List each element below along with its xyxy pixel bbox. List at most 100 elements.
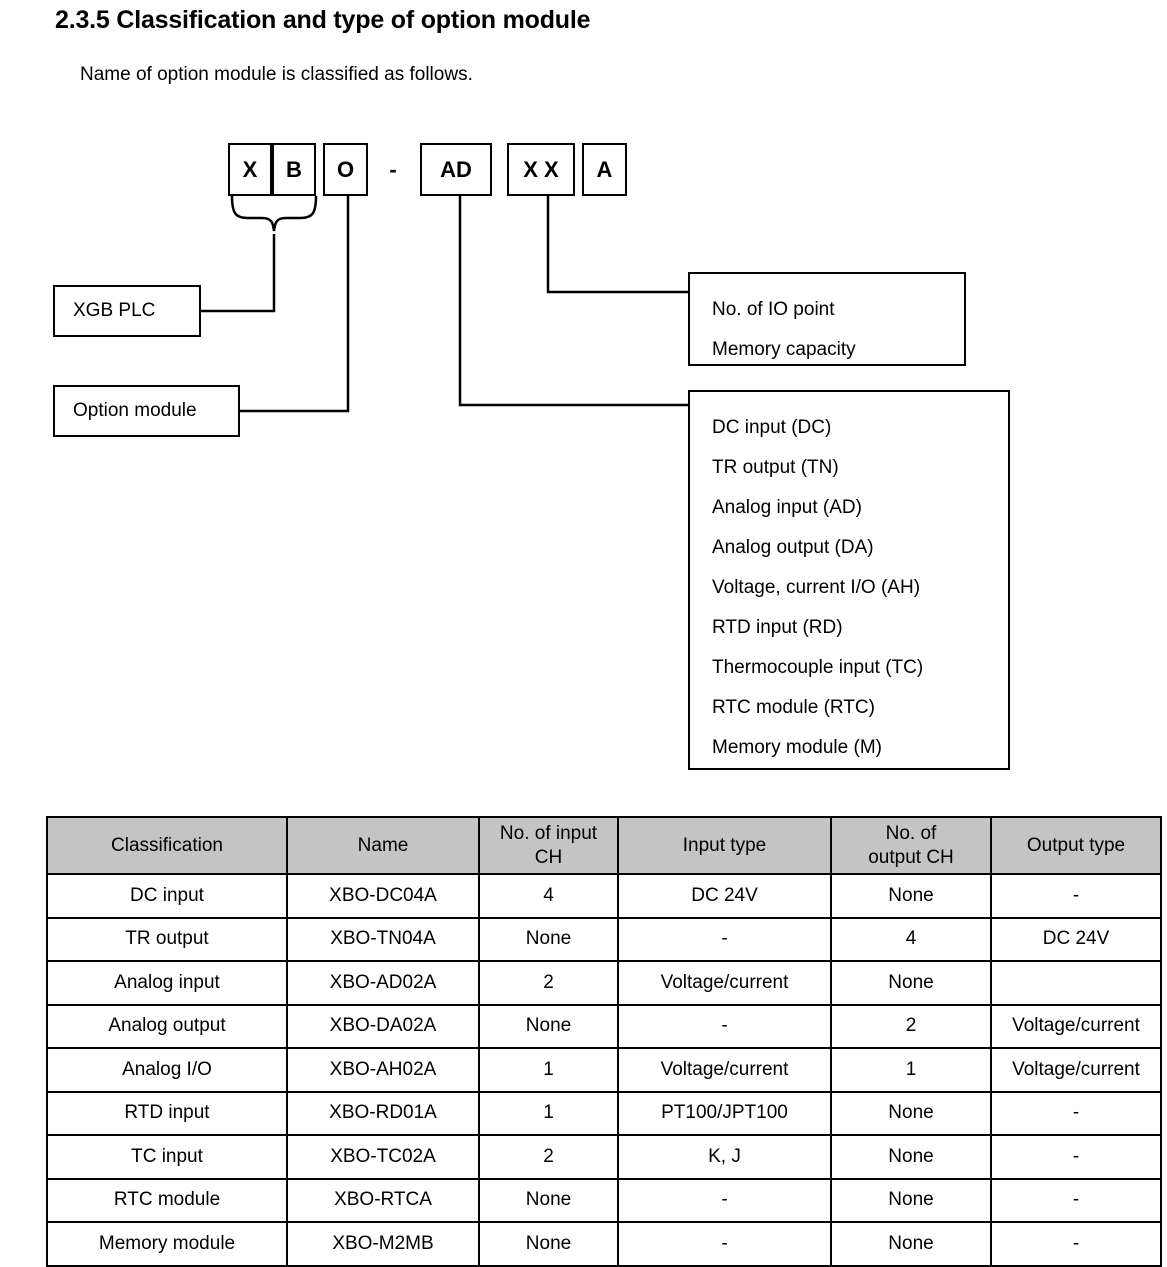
- cell-name: XBO-RD01A: [286, 1090, 480, 1136]
- cell-output-ch: None: [830, 1177, 992, 1223]
- desc-type-line-2: TR output (TN): [712, 457, 839, 478]
- cell-input-ch: None: [478, 1177, 619, 1223]
- cell-name: XBO-AH02A: [286, 1047, 480, 1093]
- cell-output-ch: None: [830, 1090, 992, 1136]
- option-module-spec-table: Classification Name No. of input CH Inpu…: [46, 816, 1162, 1267]
- code-box-a-label: A: [596, 156, 613, 182]
- cell-input-ch: None: [478, 1221, 619, 1267]
- header-output-ch-line-2: output CH: [868, 846, 954, 868]
- cell-classification: TC input: [46, 1134, 288, 1180]
- cell-output-ch: 2: [830, 1003, 992, 1049]
- code-box-b-label: B: [286, 156, 302, 182]
- code-box-ad-label: AD: [440, 156, 472, 182]
- page-title: 2.3.5 Classification and type of option …: [55, 6, 591, 34]
- header-output-type-line-1: Output type: [1026, 834, 1126, 856]
- code-box-o: O: [323, 143, 368, 196]
- cell-input-ch: None: [478, 916, 619, 962]
- header-input-ch: No. of input CH: [478, 816, 619, 875]
- cell-name: XBO-M2MB: [286, 1221, 480, 1267]
- cell-input-ch: 1: [478, 1047, 619, 1093]
- cell-output-type: DC 24V: [990, 916, 1162, 962]
- code-box-x-label: X: [242, 156, 258, 182]
- cell-output-ch: None: [830, 1134, 992, 1180]
- header-input-ch-line-1: No. of input: [499, 822, 598, 844]
- desc-box-module-types: DC input (DC) TR output (TN) Analog inpu…: [688, 390, 1010, 770]
- cell-name: XBO-DC04A: [286, 873, 480, 919]
- code-separator-hyphen: -: [378, 143, 408, 196]
- header-classification-line-1: Classification: [111, 834, 223, 856]
- cell-classification: RTC module: [46, 1177, 288, 1223]
- cell-name: XBO-TN04A: [286, 916, 480, 962]
- header-name: Name: [286, 816, 480, 875]
- cell-classification: Analog output: [46, 1003, 288, 1049]
- cell-output-ch: None: [830, 873, 992, 919]
- desc-io-line-2: Memory capacity: [712, 339, 856, 360]
- code-box-ad: AD: [420, 143, 492, 196]
- code-box-x: X: [228, 143, 272, 196]
- cell-input-ch: None: [478, 1003, 619, 1049]
- label-box-option-module-text: Option module: [73, 400, 197, 421]
- code-box-b: B: [272, 143, 316, 196]
- cell-input-type: K, J: [617, 1134, 832, 1180]
- option-module-spec-table-container: Classification Name No. of input CH Inpu…: [46, 816, 1162, 1267]
- cell-input-type: -: [617, 1177, 832, 1223]
- cell-output-ch: 4: [830, 916, 992, 962]
- desc-type-line-8: RTC module (RTC): [712, 697, 875, 718]
- header-output-type: Output type: [990, 816, 1162, 875]
- cell-output-type: -: [990, 1177, 1162, 1223]
- cell-input-ch: 2: [478, 960, 619, 1006]
- header-input-type: Input type: [617, 816, 832, 875]
- intro-paragraph: Name of option module is classified as f…: [80, 64, 473, 85]
- cell-name: XBO-AD02A: [286, 960, 480, 1006]
- desc-type-line-1: DC input (DC): [712, 417, 832, 438]
- cell-output-type: [990, 960, 1162, 1006]
- desc-type-line-4: Analog output (DA): [712, 537, 874, 558]
- cell-name: XBO-TC02A: [286, 1134, 480, 1180]
- cell-name: XBO-DA02A: [286, 1003, 480, 1049]
- cell-output-type: Voltage/current: [990, 1047, 1162, 1093]
- header-input-type-line-1: Input type: [682, 834, 767, 856]
- label-box-xgb-plc-text: XGB PLC: [73, 300, 156, 321]
- code-box-a: A: [582, 143, 627, 196]
- cell-output-ch: None: [830, 1221, 992, 1267]
- cell-input-ch: 2: [478, 1134, 619, 1180]
- spec-table-header-row: Classification Name No. of input CH Inpu…: [46, 816, 1162, 875]
- cell-input-type: -: [617, 916, 832, 962]
- code-box-xx: X X: [507, 143, 575, 196]
- header-classification: Classification: [46, 816, 288, 875]
- cell-classification: RTD input: [46, 1090, 288, 1136]
- header-input-ch-line-2: CH: [534, 846, 563, 868]
- cell-input-type: Voltage/current: [617, 1047, 832, 1093]
- header-output-ch-line-1: No. of: [885, 822, 937, 844]
- desc-io-line-1: No. of IO point: [712, 299, 835, 320]
- cell-name: XBO-RTCA: [286, 1177, 480, 1223]
- cell-output-type: Voltage/current: [990, 1003, 1162, 1049]
- cell-classification: Memory module: [46, 1221, 288, 1267]
- desc-type-line-9: Memory module (M): [712, 737, 882, 758]
- desc-type-line-7: Thermocouple input (TC): [712, 657, 924, 678]
- cell-output-type: -: [990, 873, 1162, 919]
- cell-classification: TR output: [46, 916, 288, 962]
- cell-output-type: -: [990, 1134, 1162, 1180]
- spec-table-head: Classification Name No. of input CH Inpu…: [46, 816, 1162, 875]
- cell-output-ch: None: [830, 960, 992, 1006]
- cell-output-type: -: [990, 1090, 1162, 1136]
- cell-input-type: -: [617, 1003, 832, 1049]
- code-box-o-label: O: [336, 156, 355, 182]
- cell-input-ch: 4: [478, 873, 619, 919]
- label-box-xgb-plc: XGB PLC: [53, 285, 201, 337]
- cell-input-type: Voltage/current: [617, 960, 832, 1006]
- cell-classification: DC input: [46, 873, 288, 919]
- cell-input-type: DC 24V: [617, 873, 832, 919]
- header-name-line-1: Name: [357, 834, 409, 856]
